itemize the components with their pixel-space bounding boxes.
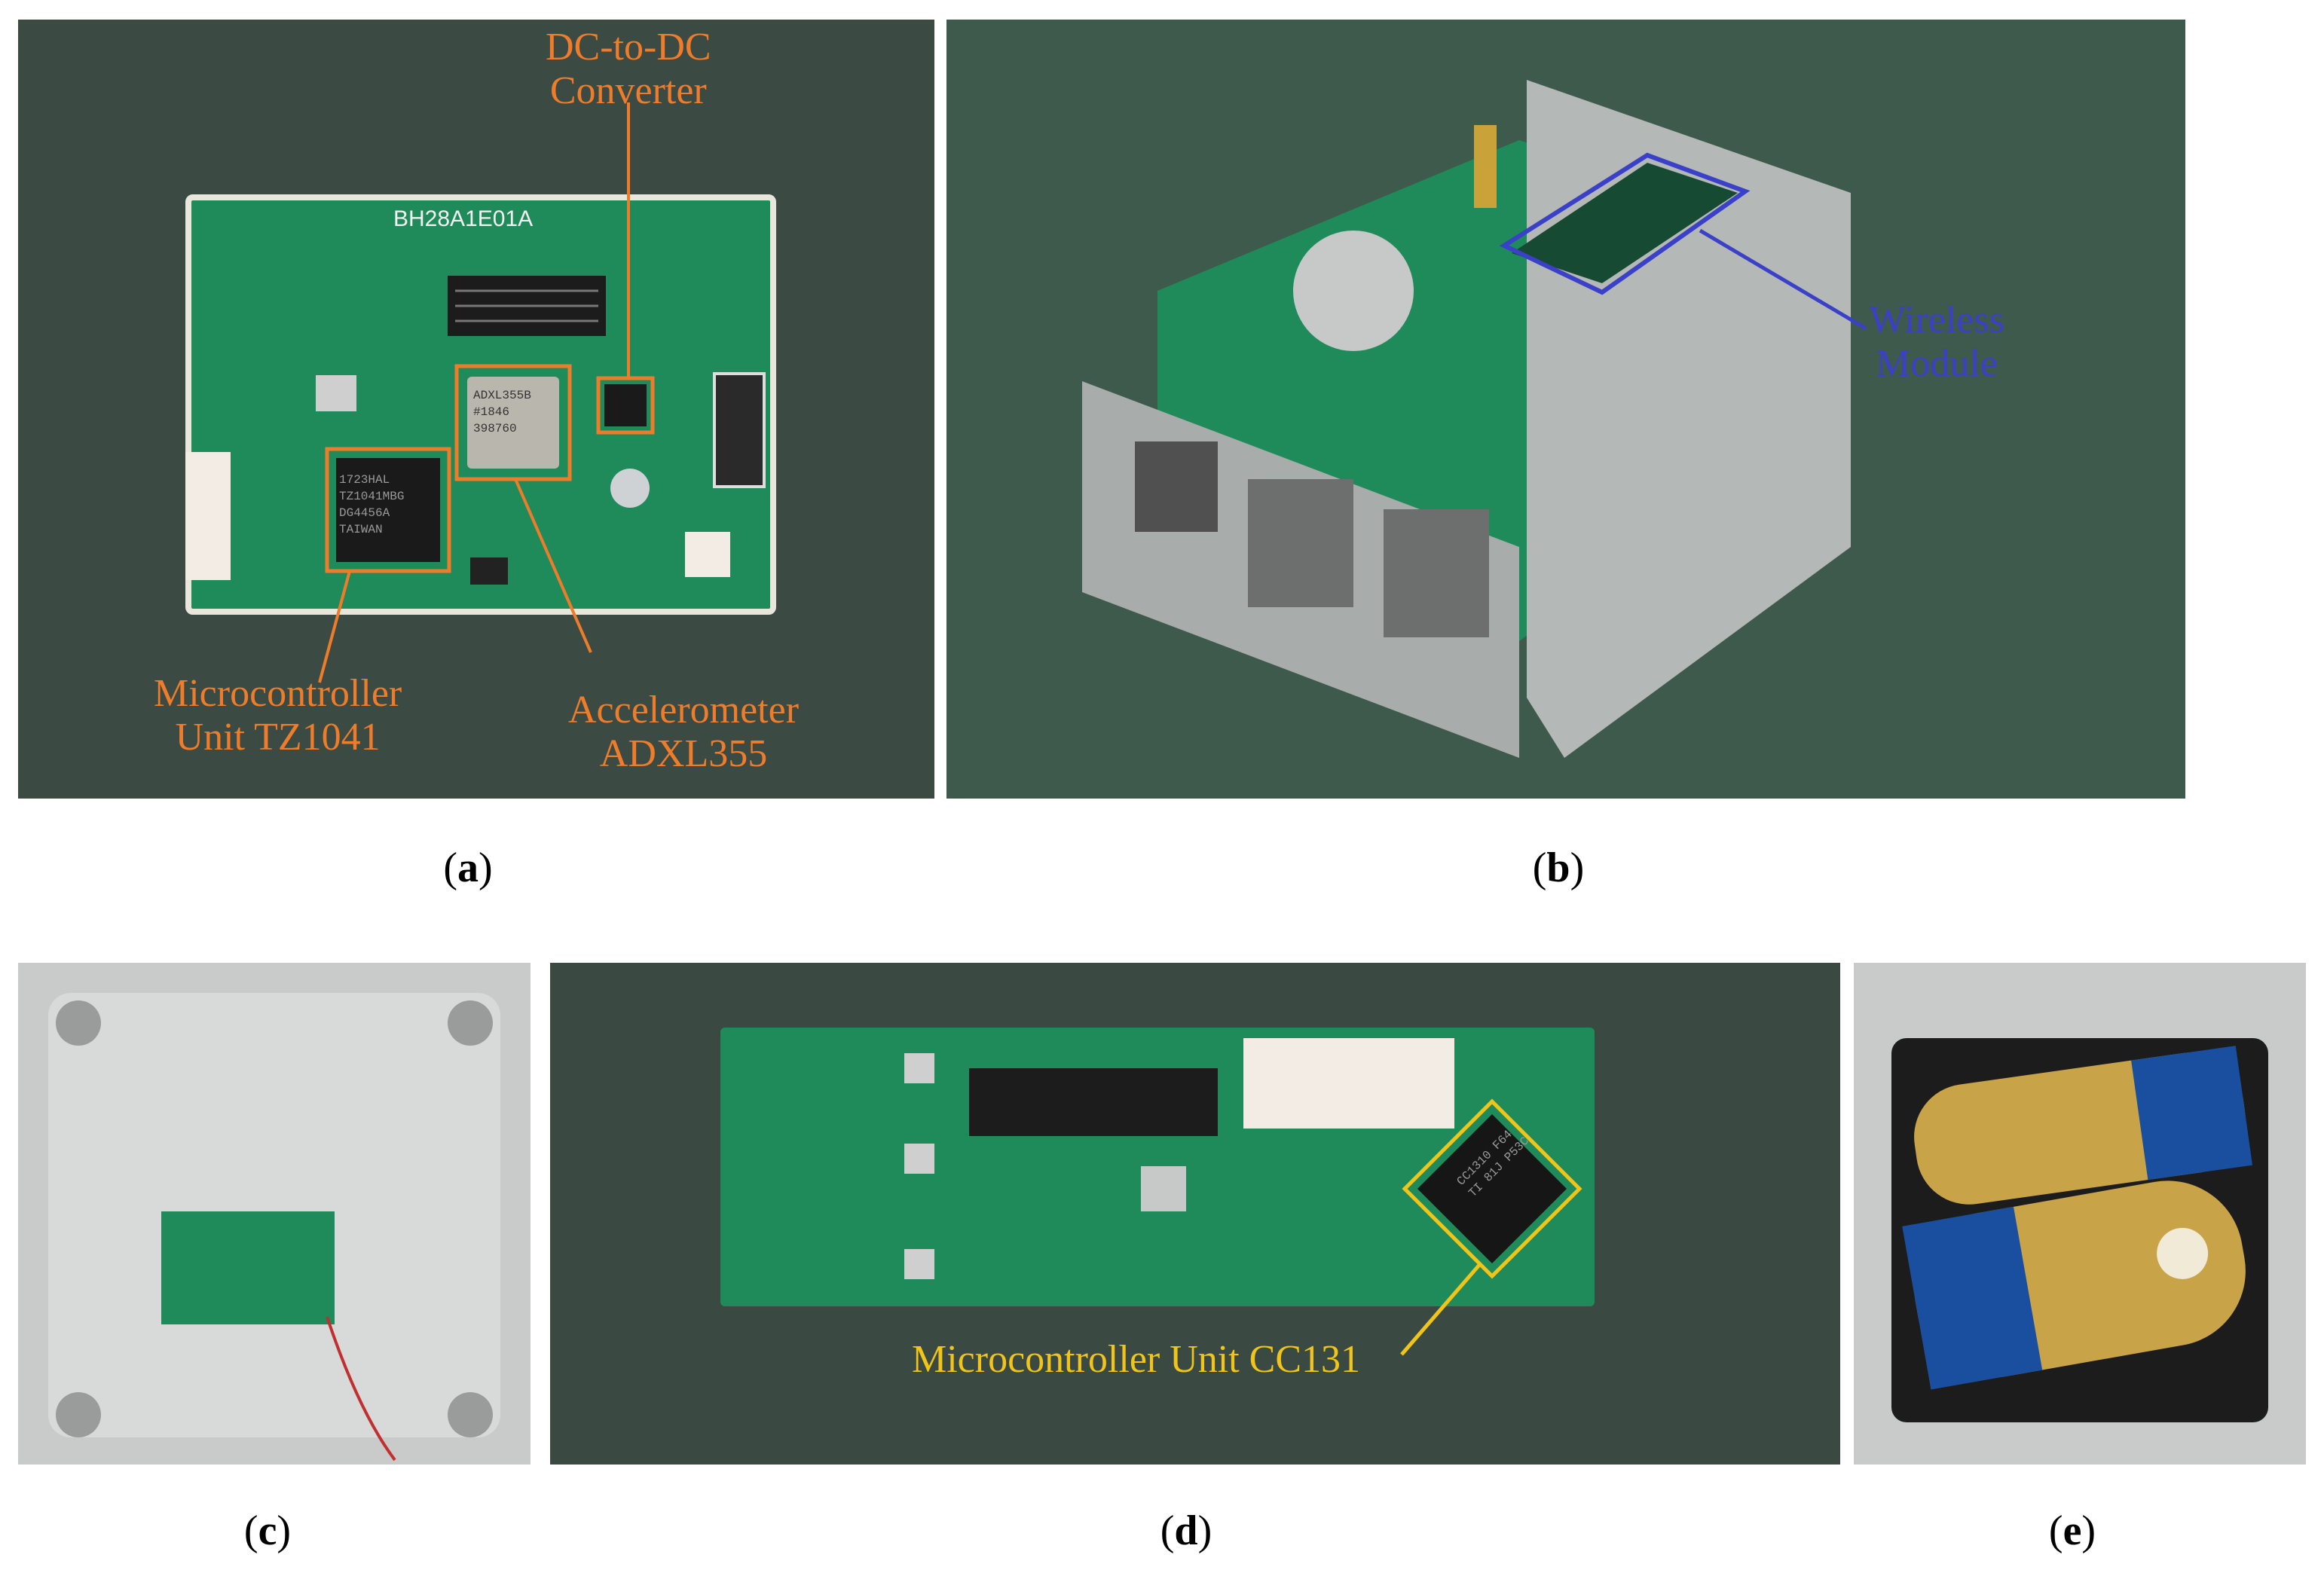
- accelerometer-chip: [467, 377, 559, 469]
- panel-b-photo: Wireless Module: [946, 20, 2185, 799]
- panel-b-caption: (b): [1532, 845, 1585, 891]
- accelerometer-chip-marking: ADXL355B #1846 398760: [473, 389, 531, 435]
- cn1-connector: [1243, 1038, 1454, 1129]
- red-wire: [326, 1316, 396, 1462]
- panel-d-caption: (d): [1160, 1507, 1212, 1554]
- wireless-label-line1: Wireless: [1869, 298, 2004, 341]
- accelerometer-highlight-box: [454, 364, 572, 481]
- panel-a-photo: BH28A1E01A 1723HAL TZ1041MBG DG4456A TAI…: [18, 20, 934, 799]
- mcu-chip: [336, 458, 440, 562]
- board-silkscreen-label: BH28A1E01A: [393, 206, 534, 231]
- dcdc-highlight-box: [596, 376, 655, 435]
- panel-a-caption-letter: a: [457, 845, 479, 891]
- cn3-connector: [969, 1068, 1218, 1136]
- panel-a-drawing: [18, 20, 934, 799]
- slide-switch: [713, 372, 766, 488]
- coin-battery: [1293, 231, 1414, 351]
- cc1310-label: Microcontroller Unit CC131: [912, 1338, 1361, 1381]
- wireless-label-line2: Module: [1876, 342, 1998, 385]
- dcdc-chip: [604, 384, 647, 426]
- cc1310-highlight-box: [1402, 1098, 1582, 1279]
- ethernet-port: [1135, 441, 1218, 532]
- panel-d-caption-letter: d: [1174, 1507, 1198, 1554]
- panel-e-caption: (e): [2048, 1507, 2096, 1554]
- panel-d-photo: CC1310 F64 TI 81J P53C Microcontroller U…: [550, 963, 1840, 1465]
- mcu-chip-marking: 1723HAL TZ1041MBG DG4456A TAIWAN: [339, 473, 405, 536]
- panel-d-drawing: [550, 963, 1840, 1465]
- usb-port-1: [1248, 479, 1353, 607]
- panel-e-drawing: [1854, 963, 2306, 1465]
- wireless-leader-line: [1699, 228, 1867, 331]
- panel-b-caption-letter: b: [1546, 845, 1570, 891]
- panel-a-caption: (a): [443, 845, 493, 891]
- wireless-module-box: [1499, 152, 1751, 295]
- wireless-module-label: Wireless Module: [1869, 298, 2004, 386]
- antenna-connector: [1474, 125, 1497, 208]
- dcdc-label: DC-to-DC Converter: [546, 26, 711, 113]
- accelerometer-label-line2: ADXL355: [599, 732, 768, 775]
- side-connector: [185, 452, 231, 580]
- panel-e-caption-letter: e: [2063, 1507, 2082, 1554]
- dcdc-label-line2: Converter: [549, 69, 707, 112]
- accelerometer-label: Accelerometer ADXL355: [568, 689, 799, 776]
- mcu-label-line1: Microcontroller: [154, 672, 402, 715]
- panel-c-photo: [18, 963, 531, 1465]
- mcu-highlight-box: [325, 447, 451, 573]
- cc1310-chip: [1417, 1114, 1567, 1263]
- accelerometer-label-line1: Accelerometer: [568, 689, 800, 732]
- mcu-label: Microcontroller Unit TZ1041: [154, 672, 402, 759]
- panel-e-photo: [1854, 963, 2306, 1465]
- panel-b-drawing: [946, 20, 2185, 799]
- panel-c-caption: (c): [243, 1507, 292, 1554]
- dcdc-label-line1: DC-to-DC: [546, 26, 711, 69]
- panel-c-caption-letter: c: [258, 1507, 277, 1554]
- usb-port-2: [1384, 509, 1489, 637]
- cc1310-leader-line: [1400, 1263, 1482, 1356]
- panel-c-drawing: [18, 963, 531, 1465]
- mcu-label-line2: Unit TZ1041: [175, 716, 381, 759]
- enclosure-pcb: [161, 1211, 335, 1324]
